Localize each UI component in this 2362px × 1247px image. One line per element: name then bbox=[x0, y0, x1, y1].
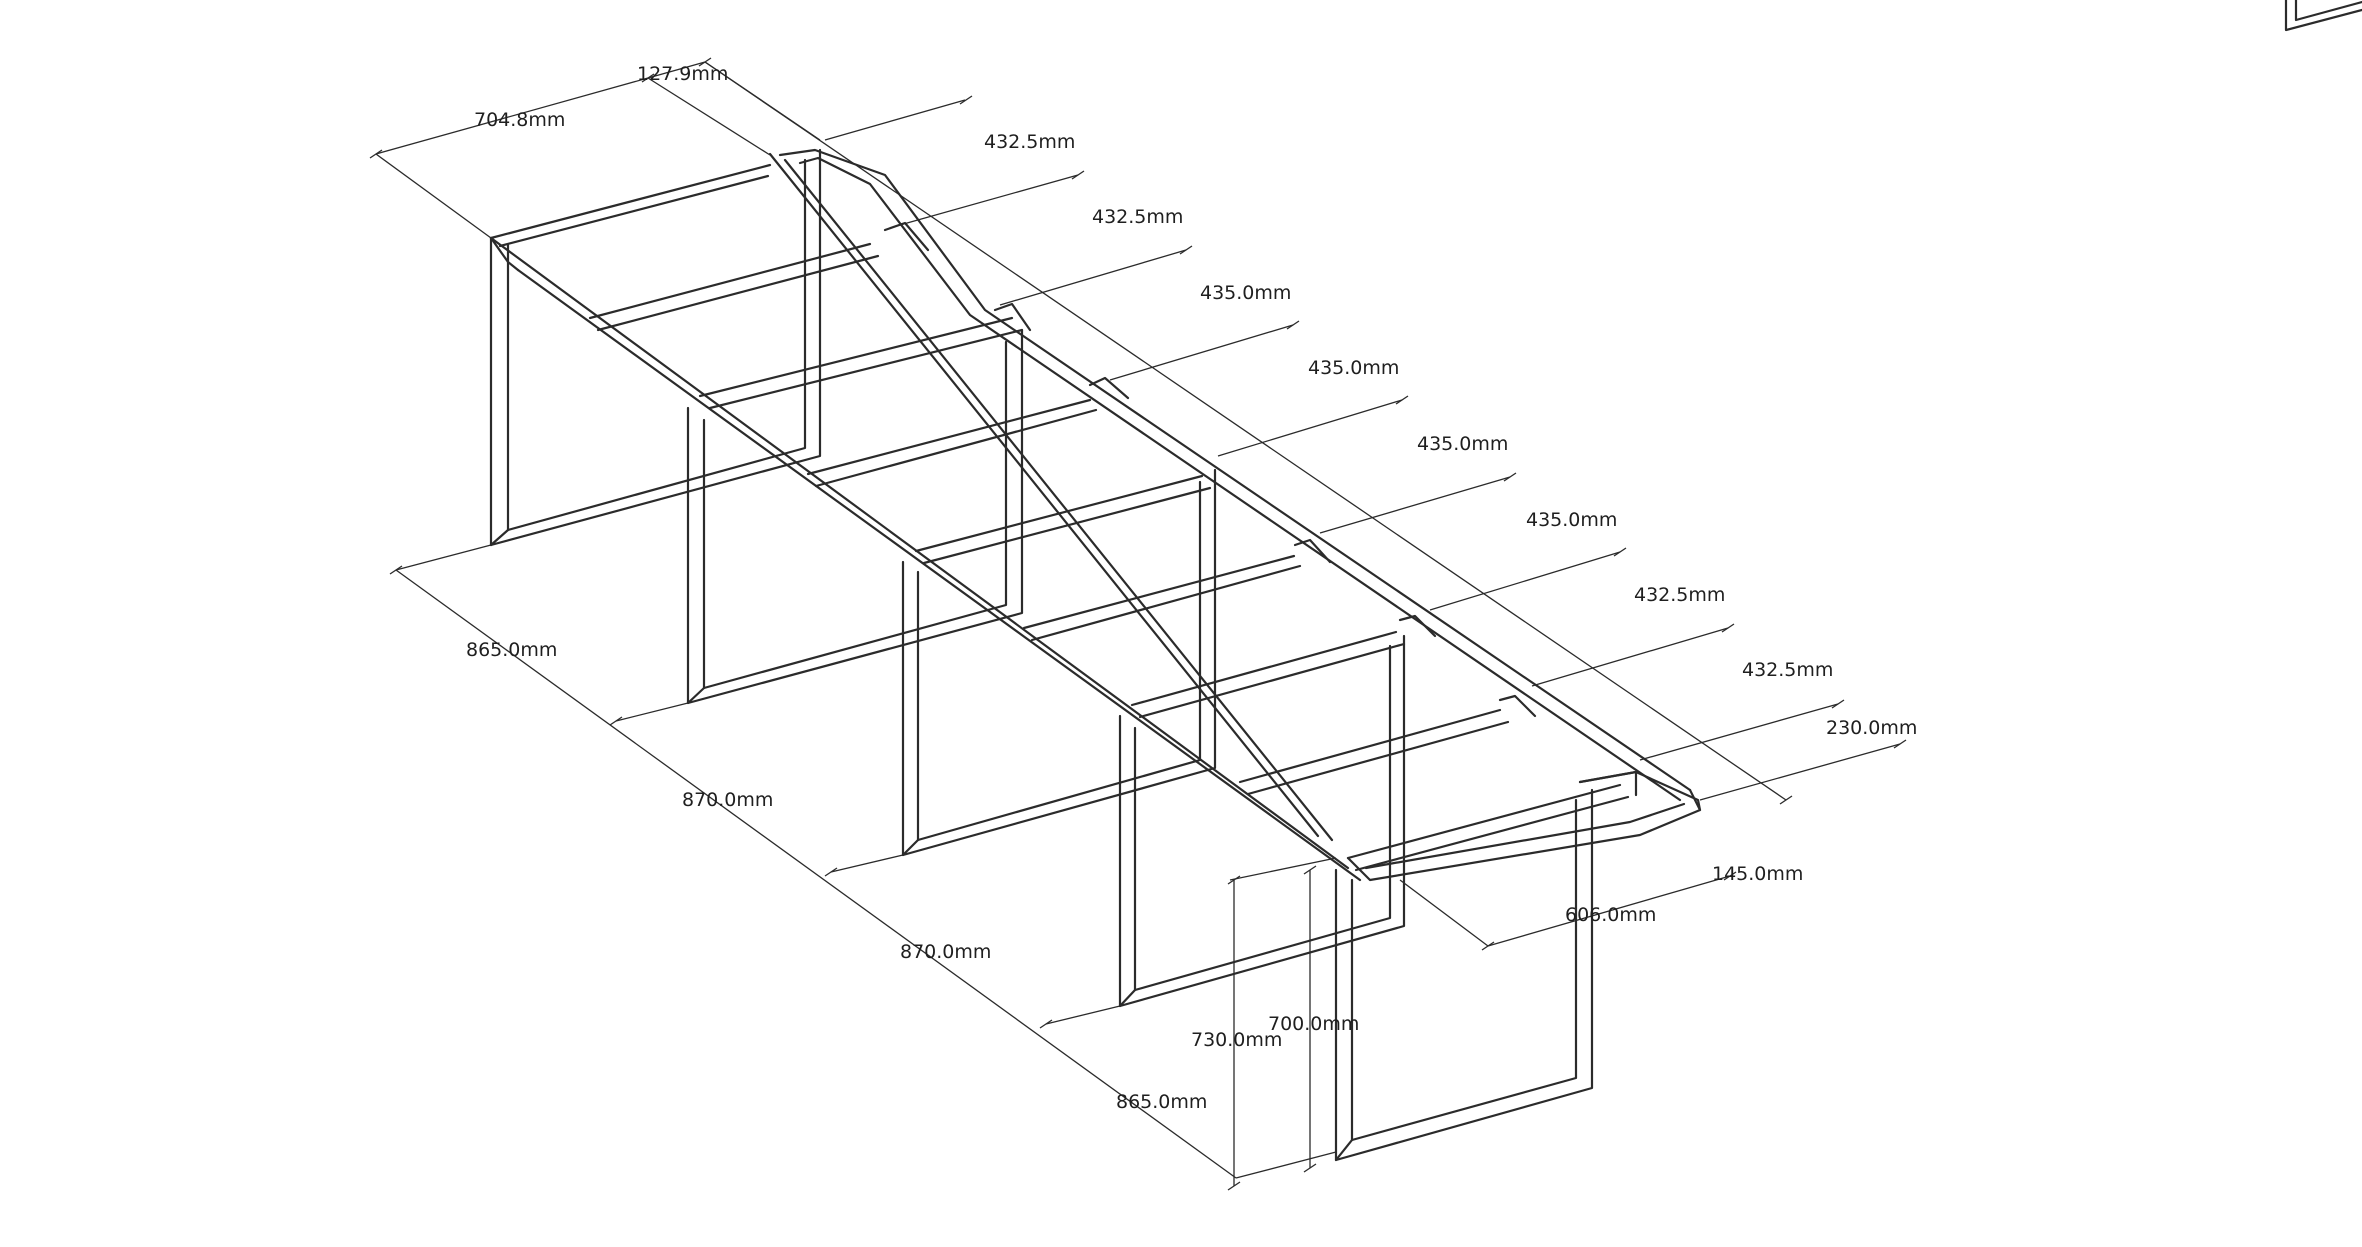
leg-frame-1 bbox=[489, 148, 822, 547]
dim-label-700-0: 700.0mm bbox=[1268, 1013, 1359, 1035]
dim-label-704-8: 704.8mm bbox=[474, 109, 565, 131]
partial-frame-corner bbox=[2284, 0, 2362, 32]
dimension-ticks bbox=[369, 57, 1907, 1191]
dim-label-432-5-a: 432.5mm bbox=[984, 131, 1075, 153]
dim-label-435-0-a: 435.0mm bbox=[1200, 282, 1291, 304]
dimension-lines bbox=[375, 61, 1901, 1186]
dim-label-145-0: 145.0mm bbox=[1712, 863, 1803, 885]
top-rail-center bbox=[768, 152, 1334, 842]
dim-label-865-0-a: 865.0mm bbox=[466, 639, 557, 661]
leg-frame-2 bbox=[686, 328, 1024, 705]
dim-label-435-0-b: 435.0mm bbox=[1308, 357, 1399, 379]
leg-frame-4 bbox=[1118, 634, 1406, 1008]
dim-label-435-0-d: 435.0mm bbox=[1526, 509, 1617, 531]
dim-label-870-0-a: 870.0mm bbox=[682, 789, 773, 811]
side-braces bbox=[883, 221, 1537, 718]
top-rail-front bbox=[489, 236, 1362, 882]
leg-frame-3 bbox=[901, 468, 1217, 857]
dim-label-127-9: 127.9mm bbox=[637, 63, 728, 85]
dim-label-865-0-b: 865.0mm bbox=[1116, 1091, 1207, 1113]
top-back-edge bbox=[489, 163, 772, 248]
dim-label-730-0: 730.0mm bbox=[1191, 1029, 1282, 1051]
cantilever-bracket bbox=[1346, 770, 1702, 882]
leg-frame-5 bbox=[1334, 788, 1594, 1162]
cross-members bbox=[588, 242, 1630, 872]
dim-label-432-5-c: 432.5mm bbox=[1634, 584, 1725, 606]
dim-label-230-0: 230.0mm bbox=[1826, 717, 1917, 739]
dim-label-432-5-d: 432.5mm bbox=[1742, 659, 1833, 681]
dim-label-606-0: 606.0mm bbox=[1565, 904, 1656, 926]
dim-label-870-0-b: 870.0mm bbox=[900, 941, 991, 963]
dim-label-432-5-b: 432.5mm bbox=[1092, 206, 1183, 228]
dim-label-435-0-c: 435.0mm bbox=[1417, 433, 1508, 455]
dimension-labels: 127.9mm 704.8mm 432.5mm 432.5mm 435.0mm … bbox=[466, 63, 1917, 1113]
frame-structure bbox=[489, 0, 2362, 1162]
